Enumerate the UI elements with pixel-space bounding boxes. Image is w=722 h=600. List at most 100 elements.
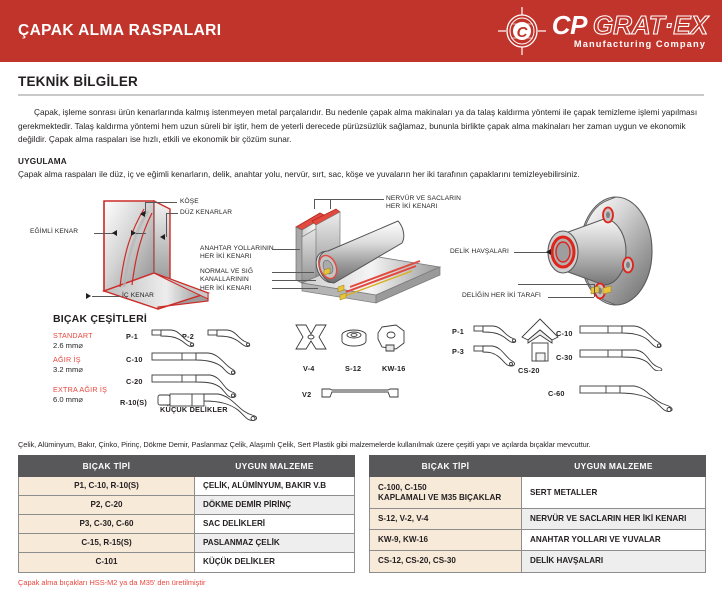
label-nervur-saclar: NERVÜR VE SACLARIN HER İKİ KENARI <box>386 194 461 211</box>
cell-material: ANAHTAR YOLLARI VE YUVALAR <box>521 529 706 552</box>
leader-anahtar <box>272 248 300 250</box>
column-header-blade-type: BIÇAK TİPİ <box>18 455 195 477</box>
blade-code-p2-left: P-2 <box>182 331 194 341</box>
arrow-havsa <box>546 248 551 255</box>
leader-nervur-h2 <box>314 198 356 200</box>
table-header-row: BIÇAK TİPİ UYGUN MALZEME <box>369 455 706 477</box>
logo-gratex-text: GRAT·EX <box>592 10 708 41</box>
label-ic-kenar: İÇ KENAR <box>122 291 154 299</box>
column-header-material: UYGUN MALZEME <box>521 455 706 477</box>
spec-tables: BIÇAK TİPİ UYGUN MALZEME P1, C-10, R-10(… <box>18 455 706 573</box>
spec-name-extra: EXTRA AĞIR İŞ <box>53 384 108 394</box>
material-description: Çelik, Alüminyum, Bakır, Çinko, Pirinç, … <box>18 440 591 449</box>
label-egimli-kenar: EĞİMLİ KENAR <box>30 227 79 235</box>
label-anahtar-yollari: ANAHTAR YOLLARININ HER İKİ KENARI <box>200 244 274 261</box>
blade-code-p1-left: P-1 <box>126 331 138 341</box>
cell-blade-type: P2, C-20 <box>18 495 195 516</box>
cell-blade-type: C-15, R-15(S) <box>18 533 195 554</box>
cell-blade-type: C-100, C-150 KAPLAMALI VE M35 BIÇAKLAR <box>369 475 522 510</box>
leader-deligin-v <box>594 283 595 297</box>
table-row: C-100, C-150 KAPLAMALI VE M35 BIÇAKLAR S… <box>369 475 706 510</box>
blade-shapes-right-c <box>578 321 698 371</box>
blade-code-c60-right: C-60 <box>548 388 565 398</box>
label-deligin-her-iki: DELİĞİN HER İKİ TARAFI <box>462 291 541 299</box>
leader-kose-v <box>145 201 146 214</box>
page-title: ÇAPAK ALMA RASPALARI <box>18 22 222 39</box>
arrow-ic <box>86 292 91 299</box>
blade-shape-cs20 <box>518 317 562 365</box>
column-header-material: UYGUN MALZEME <box>194 455 355 477</box>
table-header-row: BIÇAK TİPİ UYGUN MALZEME <box>18 455 355 477</box>
logo-subtitle: Manufacturing Company <box>573 39 706 50</box>
cell-blade-type: CS-12, CS-20, CS-30 <box>369 550 522 573</box>
blade-shape-v2 <box>320 385 402 401</box>
leader-nervur-v2 <box>330 198 331 209</box>
cell-blade-type: S-12, V-2, V-4 <box>369 508 522 531</box>
blade-label-kucuk-delikler: KÜÇÜK DELİKLER <box>160 404 228 414</box>
blade-shape-c60 <box>578 383 698 413</box>
leader-nervur <box>356 198 384 200</box>
blade-code-cs20: CS-20 <box>518 365 540 375</box>
blade-code-kw16: KW-16 <box>382 363 406 373</box>
blade-code-p3-right: P-3 <box>452 346 464 356</box>
leader-normal-2 <box>272 279 316 281</box>
blade-code-c10-left: C-10 <box>126 354 143 364</box>
blade-code-p1-right: P-1 <box>452 326 464 336</box>
blade-code-c10-right: C-10 <box>556 328 573 338</box>
leader-ic <box>92 295 120 297</box>
leader-havsa <box>514 251 548 253</box>
table-row: C-101 KÜÇÜK DELİKLER <box>18 552 355 573</box>
table-row: P2, C-20 DÖKME DEMİR PİRİNÇ <box>18 495 355 516</box>
table-row: CS-12, CS-20, CS-30 DELİK HAVŞALARI <box>369 550 706 573</box>
channel-roller-diagram <box>290 195 445 307</box>
blade-code-v2: V2 <box>302 389 312 399</box>
table-row: KW-9, KW-16 ANAHTAR YOLLARI VE YUVALAR <box>369 529 706 552</box>
blade-code-v4: V-4 <box>303 363 315 373</box>
title-divider <box>18 94 704 96</box>
cell-material: SERT METALLER <box>521 475 706 510</box>
arrow-duz <box>160 233 165 240</box>
leader-kose <box>145 201 177 203</box>
blade-shapes-middle <box>292 321 412 366</box>
column-header-blade-type: BIÇAK TİPİ <box>369 455 522 477</box>
blade-code-s12: S-12 <box>345 363 362 373</box>
table-row: P1, C-10, R-10(S) ÇELİK, ALÜMİNYUM, BAKI… <box>18 475 355 497</box>
label-duz-kenarlar: DÜZ KENARLAR <box>180 208 233 216</box>
blade-code-c20-left: C-20 <box>126 376 143 386</box>
cell-material: DELİK HAVŞALARI <box>521 550 706 573</box>
leader-normal-3 <box>272 287 318 289</box>
leader-deligin-1 <box>518 283 594 285</box>
blade-types-heading: BIÇAK ÇEŞİTLERİ <box>53 312 148 325</box>
arrow-egimli-2 <box>131 229 136 236</box>
leader-duz-v <box>166 212 167 237</box>
label-delik-havsalari: DELİK HAVŞALARI <box>450 247 509 255</box>
blade-material-table-left: BIÇAK TİPİ UYGUN MALZEME P1, C-10, R-10(… <box>18 455 355 573</box>
cell-blade-type: C-101 <box>18 552 195 573</box>
section-title: TEKNİK BİLGİLER <box>18 74 138 89</box>
leader-normal-1 <box>272 271 314 273</box>
company-logo: C CP GRAT·EX Manufacturing Company <box>497 7 709 55</box>
leader-deligin-2 <box>548 296 594 298</box>
logo-cp-text: CP <box>551 10 588 41</box>
application-heading: UYGULAMA <box>18 157 67 167</box>
spec-name-agir: AĞIR İŞ <box>53 354 81 364</box>
arrow-egimli <box>112 229 117 236</box>
l-bracket-diagram <box>58 195 248 310</box>
technical-info-section: TEKNİK BİLGİLER Çapak, işleme sonrası ür… <box>0 62 722 181</box>
intro-paragraph: Çapak, işleme sonrası ürün kenarlarında … <box>18 107 698 145</box>
blade-shapes-right-p <box>472 321 542 371</box>
footnote-text: Çapak alma bıçakları HSS-M2 ya da M35' d… <box>18 578 206 587</box>
label-normal-sig: NORMAL VE SIĞ KANALLARININ HER İKİ KENAR… <box>200 267 254 292</box>
leader-egimli-2 <box>136 232 146 234</box>
cell-material: KÜÇÜK DELİKLER <box>194 552 355 573</box>
flange-disc-diagram <box>508 191 688 316</box>
table-row: C-15, R-15(S) PASLANMAZ ÇELİK <box>18 533 355 554</box>
leader-duz <box>166 212 178 214</box>
spec-value-standart: 2.6 mm⌀ <box>53 340 83 350</box>
blade-code-r10s: R-10(S) <box>120 397 147 407</box>
blade-shapes-left <box>150 325 280 415</box>
application-paragraph: Çapak alma raspaları ile düz, iç ve eğim… <box>18 169 580 180</box>
blade-shape-r10s <box>156 391 276 423</box>
arrow-kose <box>140 210 145 217</box>
table-row: P3, C-30, C-60 SAC DELİKLERİ <box>18 514 355 535</box>
